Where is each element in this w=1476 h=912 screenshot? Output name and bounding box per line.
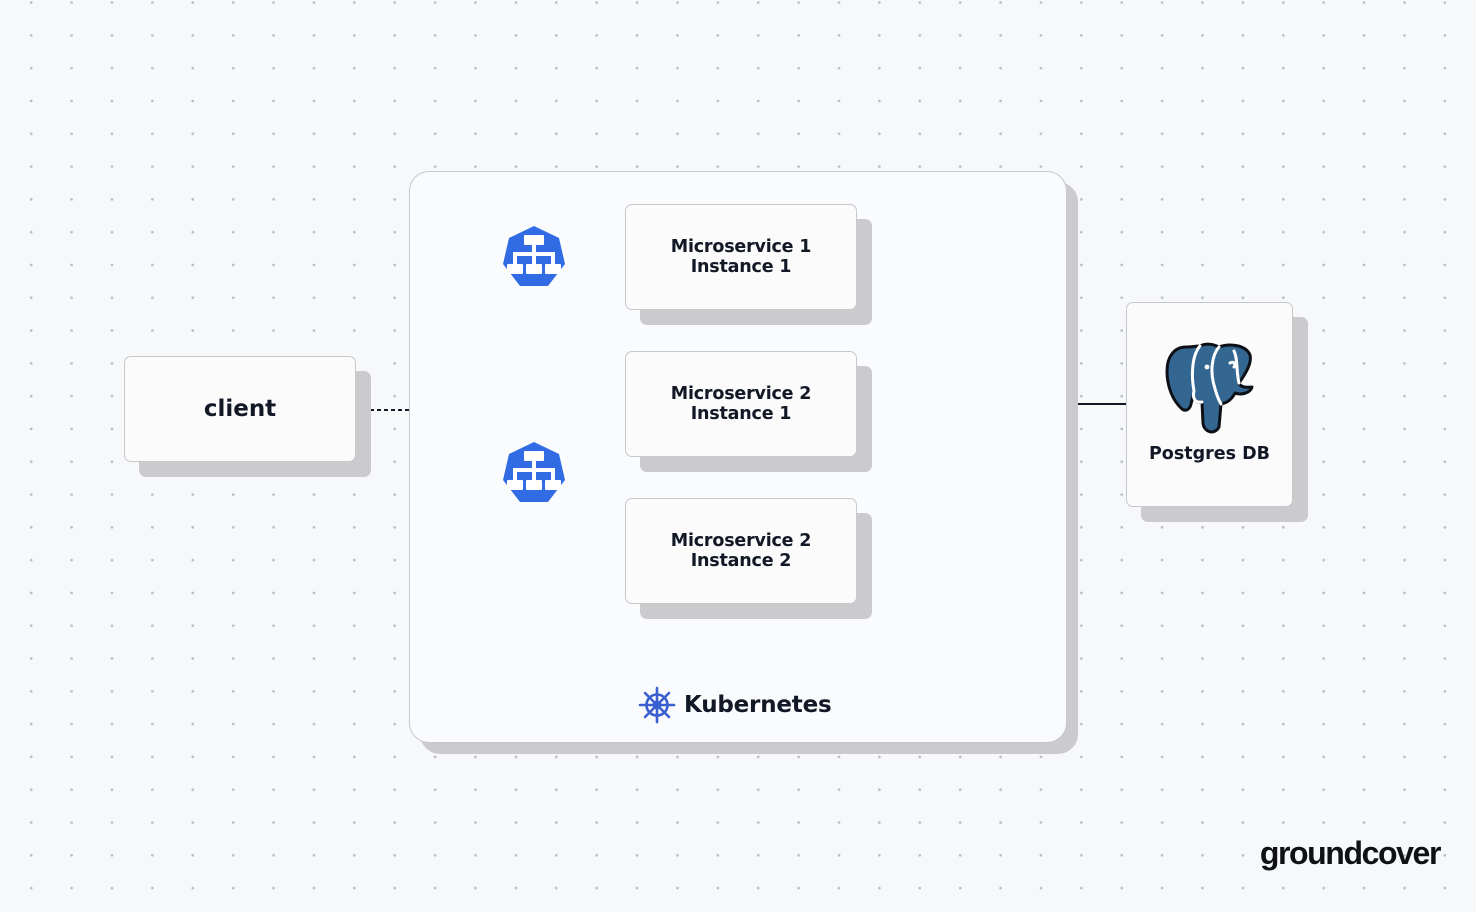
service-instance: Instance 1	[690, 257, 792, 277]
service-instance: Instance 1	[690, 404, 792, 424]
service-name: Microservice 1	[670, 237, 812, 257]
client-box: client	[124, 356, 356, 462]
database-label: Postgres DB	[1148, 444, 1271, 464]
client-label: client	[203, 396, 277, 422]
load-balancer-icon	[503, 442, 565, 502]
client-to-lb-dashed-line	[356, 255, 502, 479]
postgresql-elephant-icon	[1165, 342, 1254, 434]
service-name: Microservice 2	[670, 384, 812, 404]
load-balancer-icon	[503, 226, 565, 286]
service-name: Microservice 2	[670, 531, 812, 551]
microservice-2-instance-1: Microservice 2 Instance 1	[625, 351, 857, 457]
postgres-db-box: Postgres DB	[1126, 302, 1293, 507]
microservice-2-instance-2: Microservice 2 Instance 2	[625, 498, 857, 604]
microservice-1-instance-1: Microservice 1 Instance 1	[625, 204, 857, 310]
brand-logo: groundcover	[1259, 835, 1442, 871]
cluster-label: Kubernetes	[684, 692, 832, 718]
kubernetes-label: Kubernetes	[638, 686, 832, 724]
service-instance: Instance 2	[690, 551, 792, 571]
kubernetes-helm-icon	[638, 686, 676, 724]
